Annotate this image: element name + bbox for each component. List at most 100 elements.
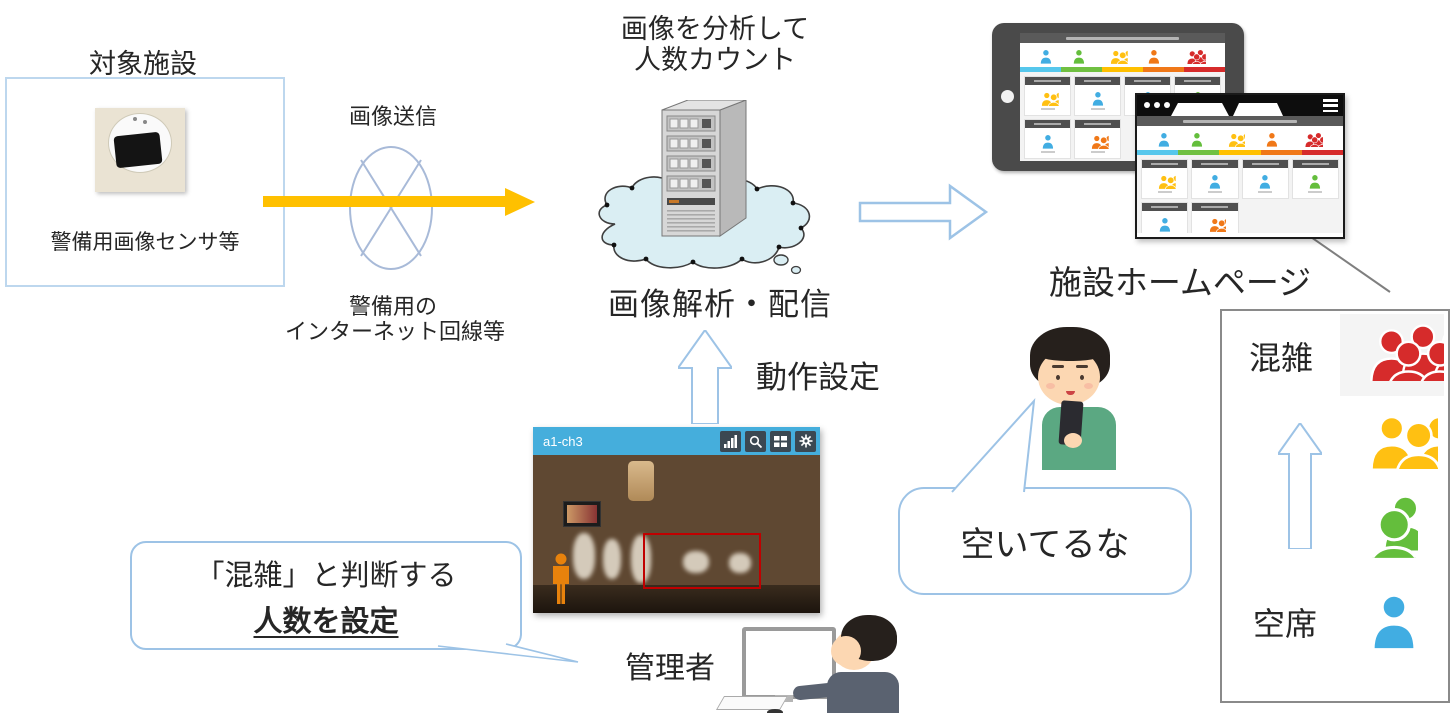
camera-title: a1-ch3 <box>543 433 583 449</box>
layout-icon <box>770 430 791 452</box>
visitor-mouth <box>1066 391 1075 395</box>
area-card-body <box>1025 85 1070 115</box>
visitor-fringe <box>1034 329 1106 361</box>
browser-title-bar <box>1137 95 1343 116</box>
moderate-people-icon <box>1105 49 1128 64</box>
occupancy-people-icon <box>1086 134 1109 149</box>
area-card-title <box>1151 205 1179 209</box>
area-card-header <box>1175 77 1220 85</box>
sensor-dot <box>133 117 137 121</box>
occupancy-people-icon <box>1153 174 1176 189</box>
area-card-body <box>1192 168 1237 198</box>
area-card-caption <box>1258 190 1273 193</box>
occupancy-people-icon <box>1158 217 1172 232</box>
area-card <box>1141 202 1189 233</box>
visitor-speech-bubble: 空いてるな <box>898 487 1192 595</box>
area-card-caption <box>1040 150 1055 153</box>
light-people-icon <box>1072 49 1086 64</box>
occupancy-people-icon <box>1091 91 1105 106</box>
operation-arrow <box>678 330 732 424</box>
admin-bubble-line1: 「混雑」と判断する <box>195 559 457 592</box>
visitor-eye <box>1056 375 1060 380</box>
area-card-caption <box>1090 150 1105 153</box>
area-card-caption <box>1040 107 1055 110</box>
network-caption-line1: 警備用の <box>348 294 437 319</box>
sensor-lens <box>113 131 163 169</box>
area-card-body <box>1192 211 1237 233</box>
dashboard-header-text <box>1066 36 1179 40</box>
area-card-header <box>1242 160 1288 168</box>
mouse-icon <box>767 709 783 713</box>
area-card-body <box>1075 128 1120 158</box>
visitor-blush <box>1046 383 1055 389</box>
tablet-home-button <box>1001 90 1014 103</box>
area-card-title <box>1151 162 1179 166</box>
legend-box: 混雑 空席 <box>1220 309 1450 703</box>
area-card-title <box>1034 122 1061 126</box>
admin-illustration <box>715 612 900 713</box>
analyze-caption-line1: 画像を分析して <box>620 14 810 44</box>
level-bar-segment <box>1178 150 1220 155</box>
dashboard-legend <box>1020 43 1225 67</box>
image-send-label: 画像送信 <box>348 104 437 129</box>
camera-title-bar: a1-ch3 <box>533 427 820 455</box>
browser-tab <box>1233 103 1283 116</box>
menu-icon <box>1323 99 1338 112</box>
area-card-title <box>1084 79 1111 83</box>
camera-photo <box>533 455 820 613</box>
area-card <box>1074 119 1121 159</box>
level-bar-segment <box>1301 150 1343 155</box>
crowd-scale-arrow <box>1278 423 1322 549</box>
area-card <box>1024 76 1071 116</box>
area-card-title <box>1184 79 1211 83</box>
busy-people-icon <box>1265 132 1279 147</box>
lamp <box>628 461 654 501</box>
dashboard-card-grid <box>1137 155 1343 233</box>
crowded-people-icon <box>1180 49 1206 64</box>
occupancy-people-icon <box>1041 134 1055 149</box>
area-card-body <box>1142 168 1187 198</box>
area-card-header <box>1142 160 1188 168</box>
crowded-people-icon <box>1298 132 1324 147</box>
homepage-label: 施設ホームページ <box>1048 264 1312 301</box>
area-card <box>1024 119 1071 159</box>
area-card-body <box>1142 211 1187 233</box>
browser-dashboard <box>1137 116 1343 233</box>
visitor-illustration <box>1018 325 1128 470</box>
area-card-header <box>1025 77 1070 85</box>
visitor-hand <box>1064 433 1082 448</box>
keyboard-icon <box>715 696 789 710</box>
area-card-body <box>1025 128 1070 158</box>
area-card-header <box>1125 77 1170 85</box>
busy-people-icon <box>1147 49 1161 64</box>
moderate-people-icon <box>1350 411 1438 469</box>
admin-label: 管理者 <box>625 652 715 685</box>
browser-window <box>1135 93 1345 239</box>
signal-icon <box>720 430 741 452</box>
vacant-people-icon <box>1039 49 1053 64</box>
area-card-caption <box>1308 190 1323 193</box>
vacant-people-icon <box>1157 132 1171 147</box>
moderate-people-icon <box>1223 132 1246 147</box>
dashboard-level-bar <box>1020 67 1225 72</box>
area-card-title <box>1084 122 1111 126</box>
sensor-caption: 警備用画像センサ等 <box>50 231 240 254</box>
vacant-people-icon <box>1368 593 1420 649</box>
occupancy-people-icon <box>1308 174 1322 189</box>
area-card-header <box>1142 203 1188 211</box>
area-card-title <box>1201 162 1229 166</box>
visitor-blush <box>1084 383 1093 389</box>
analyze-caption: 画像を分析して 人数カウント <box>585 14 845 76</box>
occupancy-people-icon <box>1258 174 1272 189</box>
area-card <box>1191 202 1239 233</box>
person-silhouette-icon <box>553 553 569 604</box>
visitor-eye <box>1080 375 1084 380</box>
dashboard-header <box>1137 116 1343 126</box>
area-card-body <box>1243 168 1288 198</box>
light-people-icon <box>1360 493 1418 558</box>
occupancy-people-icon <box>1204 217 1227 232</box>
admin-face-front <box>831 636 861 666</box>
level-bar-segment <box>1260 150 1302 155</box>
operation-label: 動作設定 <box>756 360 880 395</box>
